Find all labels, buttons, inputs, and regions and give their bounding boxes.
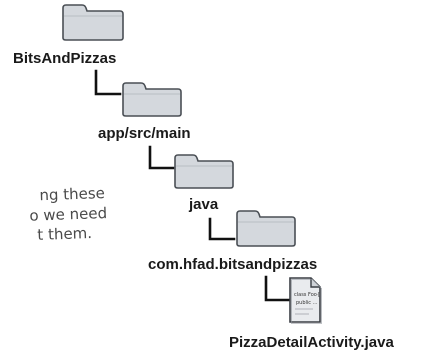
java-file-icon[interactable]: class Foo{ public ... <box>287 275 323 325</box>
folder-label-bitsandpizzas[interactable]: BitsAndPizzas <box>13 50 117 67</box>
connector-app-to-java <box>148 145 175 170</box>
file-label-pizzadetailactivity[interactable]: PizzaDetailActivity.java <box>229 334 394 351</box>
folder-label-app-src-main[interactable]: app/src/main <box>98 125 191 142</box>
connector-com-to-file <box>264 275 292 302</box>
file-code-line-2: public ... <box>296 300 318 306</box>
handwritten-note-line-2: o we need <box>29 203 108 225</box>
handwritten-note-line-1: ng these <box>38 183 105 205</box>
connector-root-to-app <box>94 69 122 96</box>
folder-icon[interactable] <box>120 80 184 118</box>
folder-label-com-hfad-bitsandpizzas[interactable]: com.hfad.bitsandpizzas <box>148 256 318 273</box>
file-code-line-1: class Foo{ <box>294 292 320 298</box>
handwritten-note-line-3: t them. <box>37 223 93 244</box>
folder-icon[interactable] <box>172 152 236 190</box>
folder-label-java[interactable]: java <box>189 196 219 213</box>
connector-java-to-com <box>208 217 236 241</box>
folder-icon[interactable] <box>234 208 298 248</box>
folder-icon[interactable] <box>60 2 126 42</box>
